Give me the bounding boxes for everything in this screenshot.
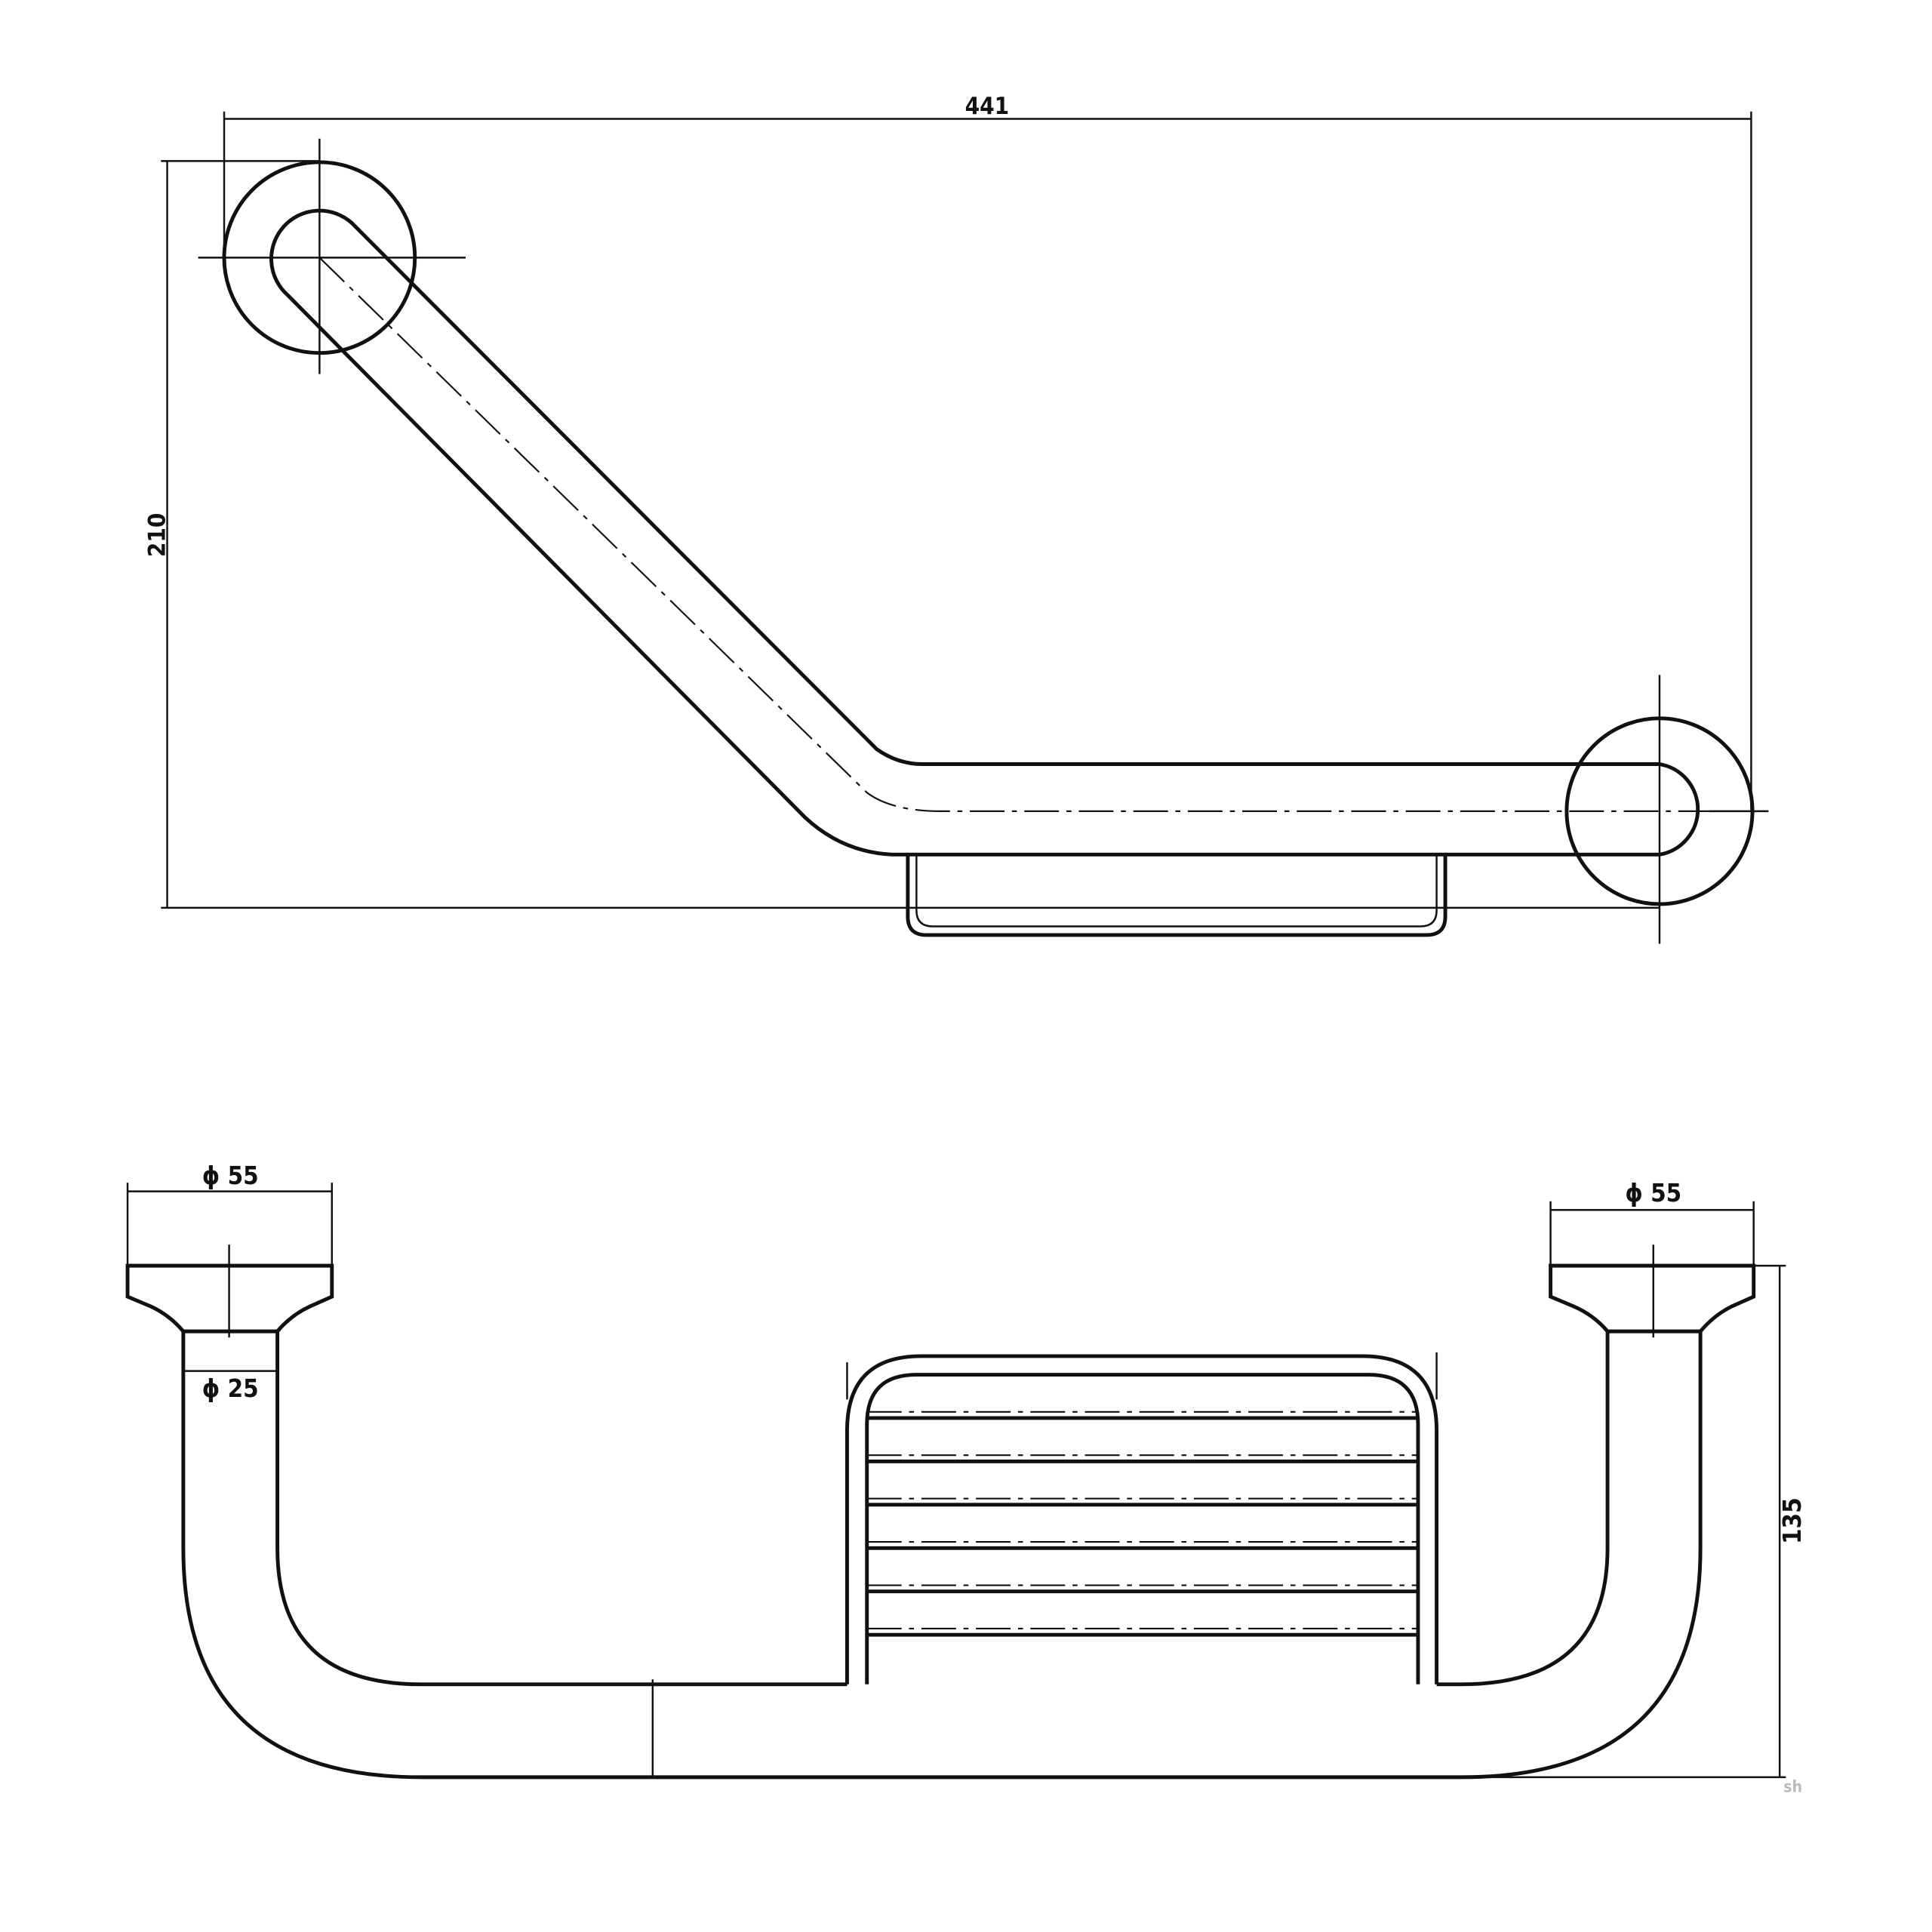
dimension-tube: ϕ 25 <box>183 1370 278 1403</box>
dimension-height: 210 <box>143 160 1660 909</box>
soap-basket-top <box>906 854 1447 937</box>
grab-bar-tube-side <box>181 1331 1703 1780</box>
dimension-flange-right-label: ϕ 55 <box>1625 1179 1681 1208</box>
basket-slats <box>866 1411 1418 1637</box>
dimension-depth-label: 135 <box>1778 1497 1807 1544</box>
dimension-flange-left: ϕ 55 <box>126 1161 334 1266</box>
dimension-depth: 135 <box>1461 1264 1807 1779</box>
dimension-width-label: 441 <box>965 93 1010 120</box>
right-flange-side <box>1549 1263 1756 1334</box>
soap-basket <box>845 1352 1439 1684</box>
dimension-flange-left-label: ϕ 55 <box>202 1161 259 1190</box>
grab-bar-tube <box>269 208 1700 857</box>
dimension-flange-right: ϕ 55 <box>1549 1179 1755 1266</box>
top-view: 441 210 <box>143 93 1769 944</box>
front-view: ϕ 55 ϕ 55 ϕ 25 135 sh <box>125 1161 1807 1797</box>
dimension-width: 441 <box>223 93 1752 811</box>
dimension-height-label: 210 <box>143 513 171 558</box>
watermark: sh <box>1783 1778 1802 1797</box>
dimension-tube-label: ϕ 25 <box>202 1374 259 1403</box>
